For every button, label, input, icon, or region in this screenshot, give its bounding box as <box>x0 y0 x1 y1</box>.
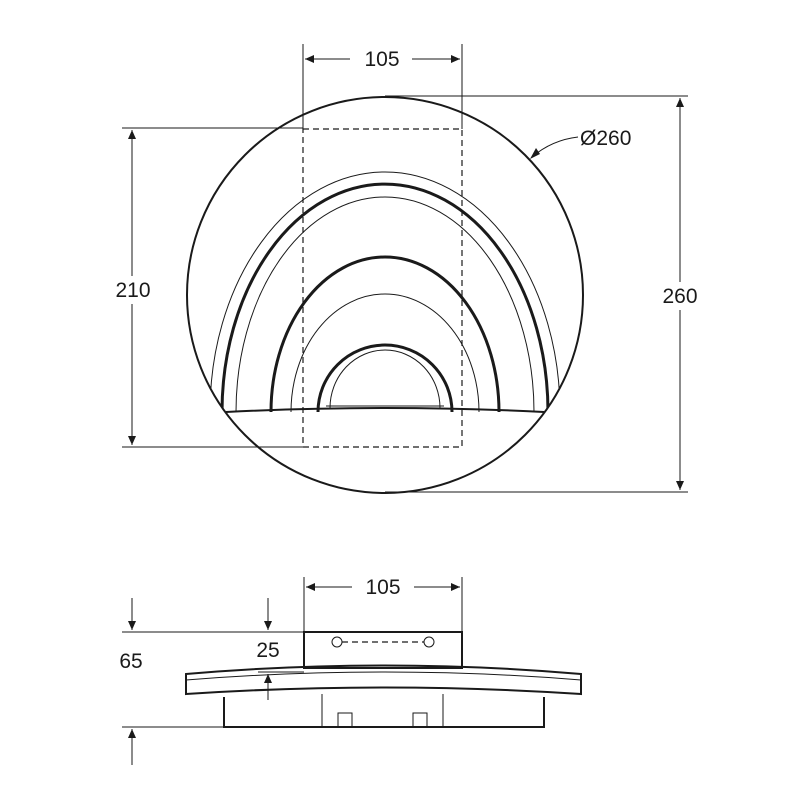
lower-housing-inner <box>321 694 444 727</box>
side-width-label: 105 <box>365 576 400 599</box>
side-view: 105 65 25 <box>119 574 582 765</box>
side-body <box>185 664 582 696</box>
clip-right <box>412 712 428 728</box>
inner-depth-label: 25 <box>256 639 279 662</box>
outer-circle <box>186 96 584 494</box>
width-label: 105 <box>364 48 399 71</box>
screw-hole-right <box>423 636 435 648</box>
mounting-plate-outline <box>302 128 463 448</box>
large-arc-inner <box>235 196 535 413</box>
large-arc <box>220 182 550 413</box>
screw-hole-left <box>331 636 343 648</box>
diameter-label: Ø260 <box>580 127 631 150</box>
front-view: 105 Ø260 210 260 <box>108 44 706 494</box>
outer-arc <box>209 171 561 413</box>
clip-left <box>337 712 353 728</box>
side-body-inner-line <box>185 671 582 681</box>
lower-housing <box>223 697 545 728</box>
small-arc <box>316 343 454 413</box>
middle-arc-inner <box>290 293 480 413</box>
right-height-label: 260 <box>662 285 697 308</box>
total-depth-label: 65 <box>119 650 142 673</box>
left-height-label: 210 <box>115 279 150 302</box>
small-arc-inner <box>329 349 441 409</box>
mounting-bracket <box>303 631 463 669</box>
middle-arc <box>269 255 501 413</box>
front-base-band <box>225 407 545 413</box>
